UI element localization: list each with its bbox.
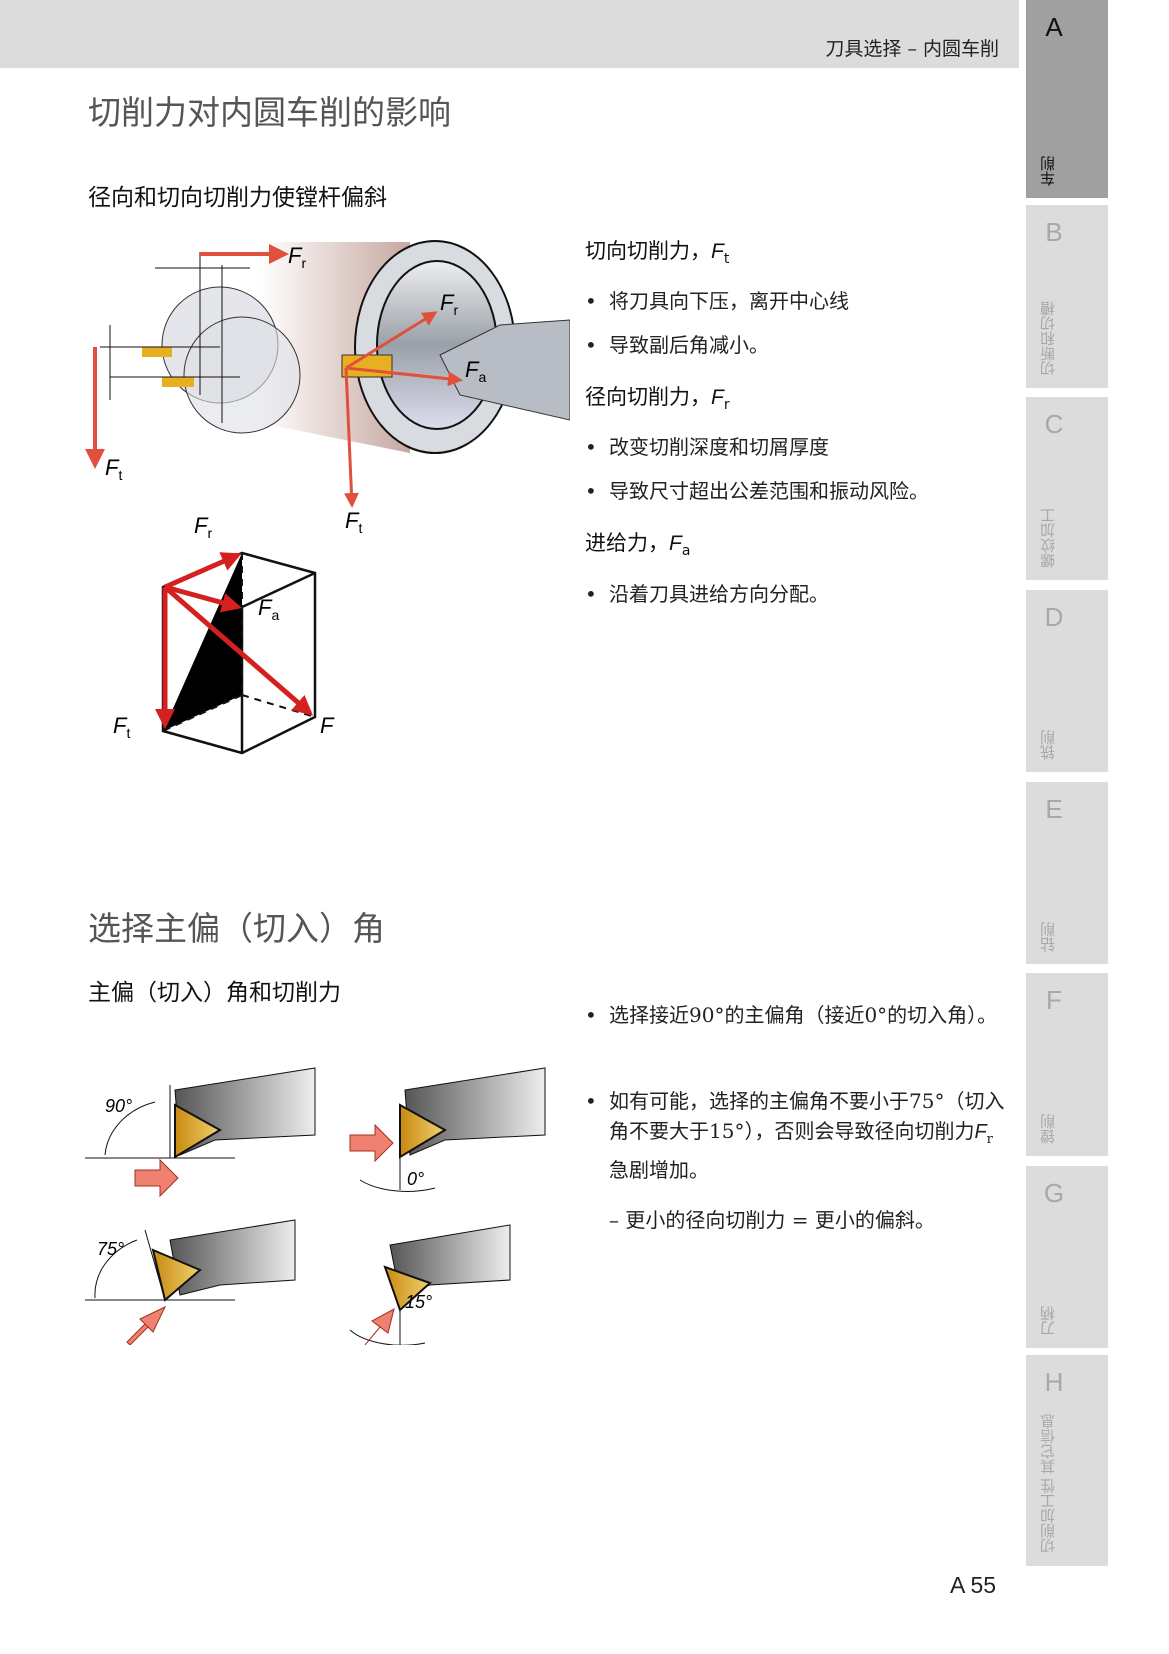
list-item: 将刀具向下压，离开中心线 [585, 286, 1005, 316]
page-header: 刀具选择 – 内圆车削 [0, 0, 1019, 68]
tab-h[interactable]: H 切削加工性 其它信息 [1026, 1355, 1108, 1566]
label-f-cube: F [320, 713, 335, 738]
tab-a[interactable]: A 车削 [1026, 0, 1108, 198]
label-ft: Ft [345, 508, 362, 536]
label-fr-cube: Fr [194, 513, 212, 541]
boring-force-diagram: Fr Ft Fr Fa Ft Fr Fa Ft F [85, 240, 570, 755]
heading-feed: 进给力，Fa [585, 531, 691, 560]
list-item: 改变切削深度和切屑厚度 [585, 432, 1005, 462]
label-fa: Fa [465, 357, 486, 385]
tab-label: 铣削 [1039, 730, 1057, 760]
section-subtitle-2: 主偏（切入）角和切削力 [88, 980, 341, 1006]
tab-letter: D [1044, 602, 1064, 632]
tab-label: 钻削 [1039, 922, 1057, 952]
tab-label: 螺纹加工 [1039, 508, 1057, 568]
feed-list: 沿着刀具进给方向分配。 [585, 579, 1005, 609]
heading-tangential: 切向切削力，Ft [585, 239, 730, 268]
tab-d[interactable]: D 铣削 [1026, 590, 1108, 772]
angle-75: 75° [97, 1239, 124, 1259]
tab-letter: B [1045, 217, 1063, 247]
entering-angle-diagram: 90° 0° 75° 15° [85, 1067, 546, 1345]
label-ft-left: Ft [105, 455, 122, 483]
list-item: 导致尺寸超出公差范围和振动风险。 [585, 476, 1005, 506]
list-item: 导致副后角减小。 [585, 330, 1005, 360]
tab-label: 刀柄 [1039, 1306, 1057, 1336]
section-subtitle: 径向和切向切削力使镗杆偏斜 [88, 185, 387, 211]
list-item: 如有可能，选择的主偏角不要小于75°（切入角不要大于15°），否则会导致径向切削… [585, 1086, 1005, 1185]
tab-b[interactable]: B 切断和切槽 [1026, 205, 1108, 388]
tab-f[interactable]: F 镗削 [1026, 973, 1108, 1156]
list-item: 沿着刀具进给方向分配。 [585, 579, 1005, 609]
dash-note: – 更小的径向切削力 = 更小的偏斜。 [609, 1208, 935, 1232]
tangential-list: 将刀具向下压，离开中心线 导致副后角减小。 [585, 286, 1005, 360]
section-title: 切削力对内圆车削的影响 [88, 93, 451, 132]
section-title-2: 选择主偏（切入）角 [88, 909, 385, 948]
page-number: A 55 [950, 1572, 997, 1598]
tab-g[interactable]: G 刀柄 [1026, 1166, 1108, 1348]
tab-label: 切断和切槽 [1039, 301, 1057, 376]
tab-letter: F [1046, 985, 1062, 1015]
force-descriptions: 切向切削力，Ft 将刀具向下压，离开中心线 导致副后角减小。 径向切削力，Fr … [585, 236, 1005, 623]
radial-list: 改变切削深度和切屑厚度 导致尺寸超出公差范围和振动风险。 [585, 432, 1005, 506]
tab-letter: H [1044, 1367, 1064, 1397]
tab-label: 镗削 [1039, 1114, 1057, 1144]
angle-0: 0° [407, 1169, 424, 1189]
list-item: 选择接近90°的主偏角（接近0°的切入角）。 [585, 1000, 1005, 1030]
heading-radial: 径向切削力，Fr [585, 385, 730, 414]
tab-letter: C [1044, 409, 1064, 439]
tab-e[interactable]: E 钻削 [1026, 782, 1108, 964]
tab-letter: A [1045, 12, 1063, 42]
label-fr: Fr [440, 290, 458, 318]
tab-c[interactable]: C 螺纹加工 [1026, 397, 1108, 580]
angle-notes: 选择接近90°的主偏角（接近0°的切入角）。 如有可能，选择的主偏角不要小于75… [585, 1000, 1005, 1235]
angle-list: 选择接近90°的主偏角（接近0°的切入角）。 如有可能，选择的主偏角不要小于75… [585, 1000, 1005, 1185]
breadcrumb: 刀具选择 – 内圆车削 [825, 38, 999, 60]
label-fr-top: Fr [288, 243, 306, 271]
label-fa-cube: Fa [258, 595, 279, 623]
tab-letter: G [1043, 1178, 1065, 1208]
angle-15: 15° [405, 1292, 432, 1312]
tab-letter: E [1045, 794, 1063, 824]
tab-label: 车削 [1039, 156, 1057, 186]
angle-90: 90° [105, 1096, 132, 1116]
tab-label: 切削加工性 其它信息 [1039, 1414, 1057, 1554]
label-ft-cube: Ft [113, 713, 130, 741]
